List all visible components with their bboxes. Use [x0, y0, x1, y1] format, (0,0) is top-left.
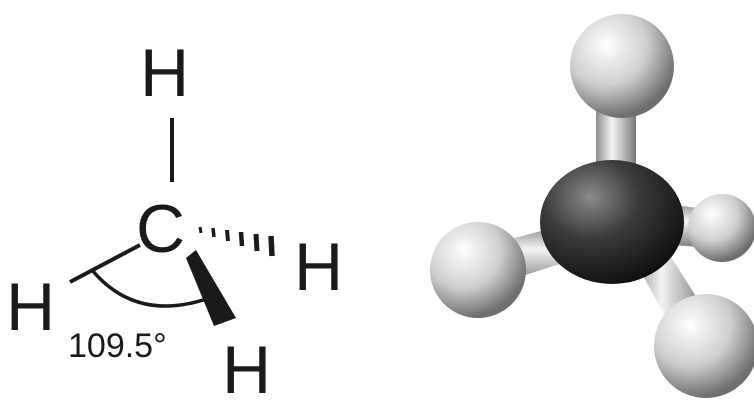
- structural-formula: H C H H H 109.5°: [6, 35, 343, 406]
- bond-dashed-right: [198, 226, 275, 257]
- atom-center-c: C: [136, 191, 185, 267]
- carbon-ball: [540, 160, 684, 284]
- atom-right-h: H: [294, 229, 343, 305]
- bond-left: [69, 243, 141, 284]
- atom-left-h: H: [6, 269, 55, 345]
- hydrogen-ball-left: [430, 222, 526, 318]
- atom-top-h: H: [140, 35, 189, 111]
- bond-angle-label: 109.5°: [68, 327, 167, 365]
- ball-and-stick-model: [430, 14, 754, 398]
- bond-wedge-bottom: [186, 250, 236, 326]
- hydrogen-ball-right: [688, 194, 754, 262]
- atom-bottom-h: H: [222, 332, 271, 406]
- hydrogen-ball-top: [570, 14, 674, 118]
- hydrogen-ball-bottom: [654, 294, 754, 398]
- bond-angle-arc: [90, 268, 216, 308]
